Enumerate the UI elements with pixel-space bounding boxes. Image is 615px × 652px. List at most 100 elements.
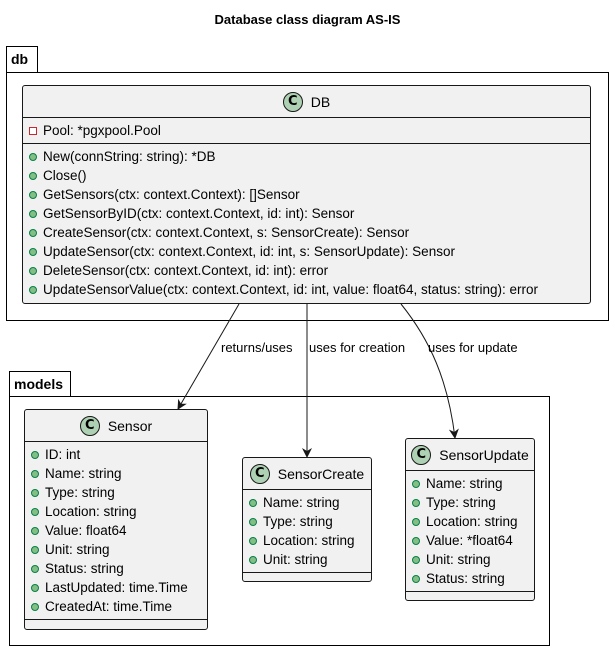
class-sensor-update-name: SensorUpdate xyxy=(439,446,529,463)
field-signature: Status: string xyxy=(45,561,124,576)
method-signature: UpdateSensorValue(ctx: context.Context, … xyxy=(43,282,538,297)
class-db-header: C DB xyxy=(23,86,590,118)
public-visibility-icon xyxy=(31,450,39,459)
field-signature: Location: string xyxy=(426,514,518,529)
package-models-name: models xyxy=(14,376,64,392)
class-stereotype-icon: C xyxy=(249,463,270,484)
class-field: Location: string xyxy=(412,512,534,531)
class-field: ID: int xyxy=(31,445,207,464)
class-stereotype-icon: C xyxy=(282,91,303,112)
class-sensor-create-header: C SensorCreate xyxy=(243,458,371,490)
class-field: Value: float64 xyxy=(31,521,207,540)
method-signature: GetSensorByID(ctx: context.Context, id: … xyxy=(43,206,355,221)
package-db-name: db xyxy=(11,51,29,67)
public-visibility-icon xyxy=(412,517,420,526)
public-visibility-icon xyxy=(29,209,37,218)
public-visibility-icon xyxy=(29,152,37,161)
field-signature: Name: string xyxy=(426,476,503,491)
public-visibility-icon xyxy=(29,247,37,256)
class-method: CreateSensor(ctx: context.Context, s: Se… xyxy=(29,223,590,242)
class-method: UpdateSensorValue(ctx: context.Context, … xyxy=(29,280,590,299)
field-signature: Type: string xyxy=(263,514,333,529)
class-field: Unit: string xyxy=(249,550,371,569)
field-signature: Type: string xyxy=(45,485,115,500)
public-visibility-icon xyxy=(412,536,420,545)
public-visibility-icon xyxy=(412,479,420,488)
method-signature: New(connString: string): *DB xyxy=(43,149,216,164)
field-signature: Unit: string xyxy=(263,552,328,567)
diagram-title: Database class diagram AS-IS xyxy=(214,12,401,27)
public-visibility-icon xyxy=(29,171,37,180)
class-field: Unit: string xyxy=(31,540,207,559)
edge-returns-uses xyxy=(177,303,240,410)
class-stereotype-icon: C xyxy=(411,444,432,465)
field-signature: CreatedAt: time.Time xyxy=(45,599,173,614)
private-visibility-icon xyxy=(29,126,37,135)
public-visibility-icon xyxy=(29,285,37,294)
class-method: DeleteSensor(ctx: context.Context, id: i… xyxy=(29,261,590,280)
public-visibility-icon xyxy=(412,555,420,564)
public-visibility-icon xyxy=(31,602,39,611)
field-signature: Name: string xyxy=(45,466,122,481)
field-signature: LastUpdated: time.Time xyxy=(45,580,188,595)
field-signature: Location: string xyxy=(45,504,137,519)
class-sensor-create-name: SensorCreate xyxy=(277,465,365,482)
class-sensor-header: C Sensor xyxy=(25,410,207,442)
edge-label-returns-uses: returns/uses xyxy=(221,340,293,355)
public-visibility-icon xyxy=(412,498,420,507)
field-signature: Value: *float64 xyxy=(426,533,513,548)
class-db-fields: Pool: *pgxpool.Pool xyxy=(23,118,590,144)
class-field: Name: string xyxy=(412,474,534,493)
class-stereotype-icon: C xyxy=(79,415,100,436)
field-signature: Type: string xyxy=(426,495,496,510)
class-field: Status: string xyxy=(412,569,534,588)
field-signature: Location: string xyxy=(263,533,355,548)
public-visibility-icon xyxy=(412,574,420,583)
edge-uses-for-update xyxy=(400,303,459,439)
public-visibility-icon xyxy=(31,507,39,516)
public-visibility-icon xyxy=(31,583,39,592)
field-signature: Pool: *pgxpool.Pool xyxy=(43,123,161,138)
class-field: Name: string xyxy=(31,464,207,483)
method-signature: DeleteSensor(ctx: context.Context, id: i… xyxy=(43,263,329,278)
field-signature: ID: int xyxy=(45,447,81,462)
public-visibility-icon xyxy=(31,545,39,554)
class-field: Location: string xyxy=(249,531,371,550)
public-visibility-icon xyxy=(29,266,37,275)
class-db-methods: New(connString: string): *DB Close() GetSe… xyxy=(23,144,590,302)
class-field: CreatedAt: time.Time xyxy=(31,597,207,616)
class-method: GetSensorByID(ctx: context.Context, id: … xyxy=(29,204,590,223)
class-field: LastUpdated: time.Time xyxy=(31,578,207,597)
class-field: Pool: *pgxpool.Pool xyxy=(29,121,590,140)
public-visibility-icon xyxy=(249,498,257,507)
public-visibility-icon xyxy=(29,228,37,237)
method-signature: GetSensors(ctx: context.Context): []Sens… xyxy=(43,187,300,202)
public-visibility-icon xyxy=(249,517,257,526)
public-visibility-icon xyxy=(249,555,257,564)
class-field: Type: string xyxy=(31,483,207,502)
class-db-name: DB xyxy=(310,93,331,110)
class-field: Name: string xyxy=(249,493,371,512)
class-method: UpdateSensor(ctx: context.Context, id: i… xyxy=(29,242,590,261)
package-db-tab: db xyxy=(6,46,38,73)
field-signature: Unit: string xyxy=(426,552,491,567)
method-signature: CreateSensor(ctx: context.Context, s: Se… xyxy=(43,225,410,240)
field-signature: Name: string xyxy=(263,495,340,510)
field-signature: Status: string xyxy=(426,571,505,586)
class-sensor-update-header: C SensorUpdate xyxy=(406,439,534,471)
public-visibility-icon xyxy=(249,536,257,545)
method-signature: Close() xyxy=(43,168,87,183)
edge-label-uses-for-creation: uses for creation xyxy=(309,340,406,355)
class-field: Unit: string xyxy=(412,550,534,569)
class-db[interactable]: C DB Pool: *pgxpool.Pool New(connString:… xyxy=(22,85,591,304)
class-field: Type: string xyxy=(249,512,371,531)
class-method: GetSensors(ctx: context.Context): []Sens… xyxy=(29,185,590,204)
public-visibility-icon xyxy=(29,190,37,199)
